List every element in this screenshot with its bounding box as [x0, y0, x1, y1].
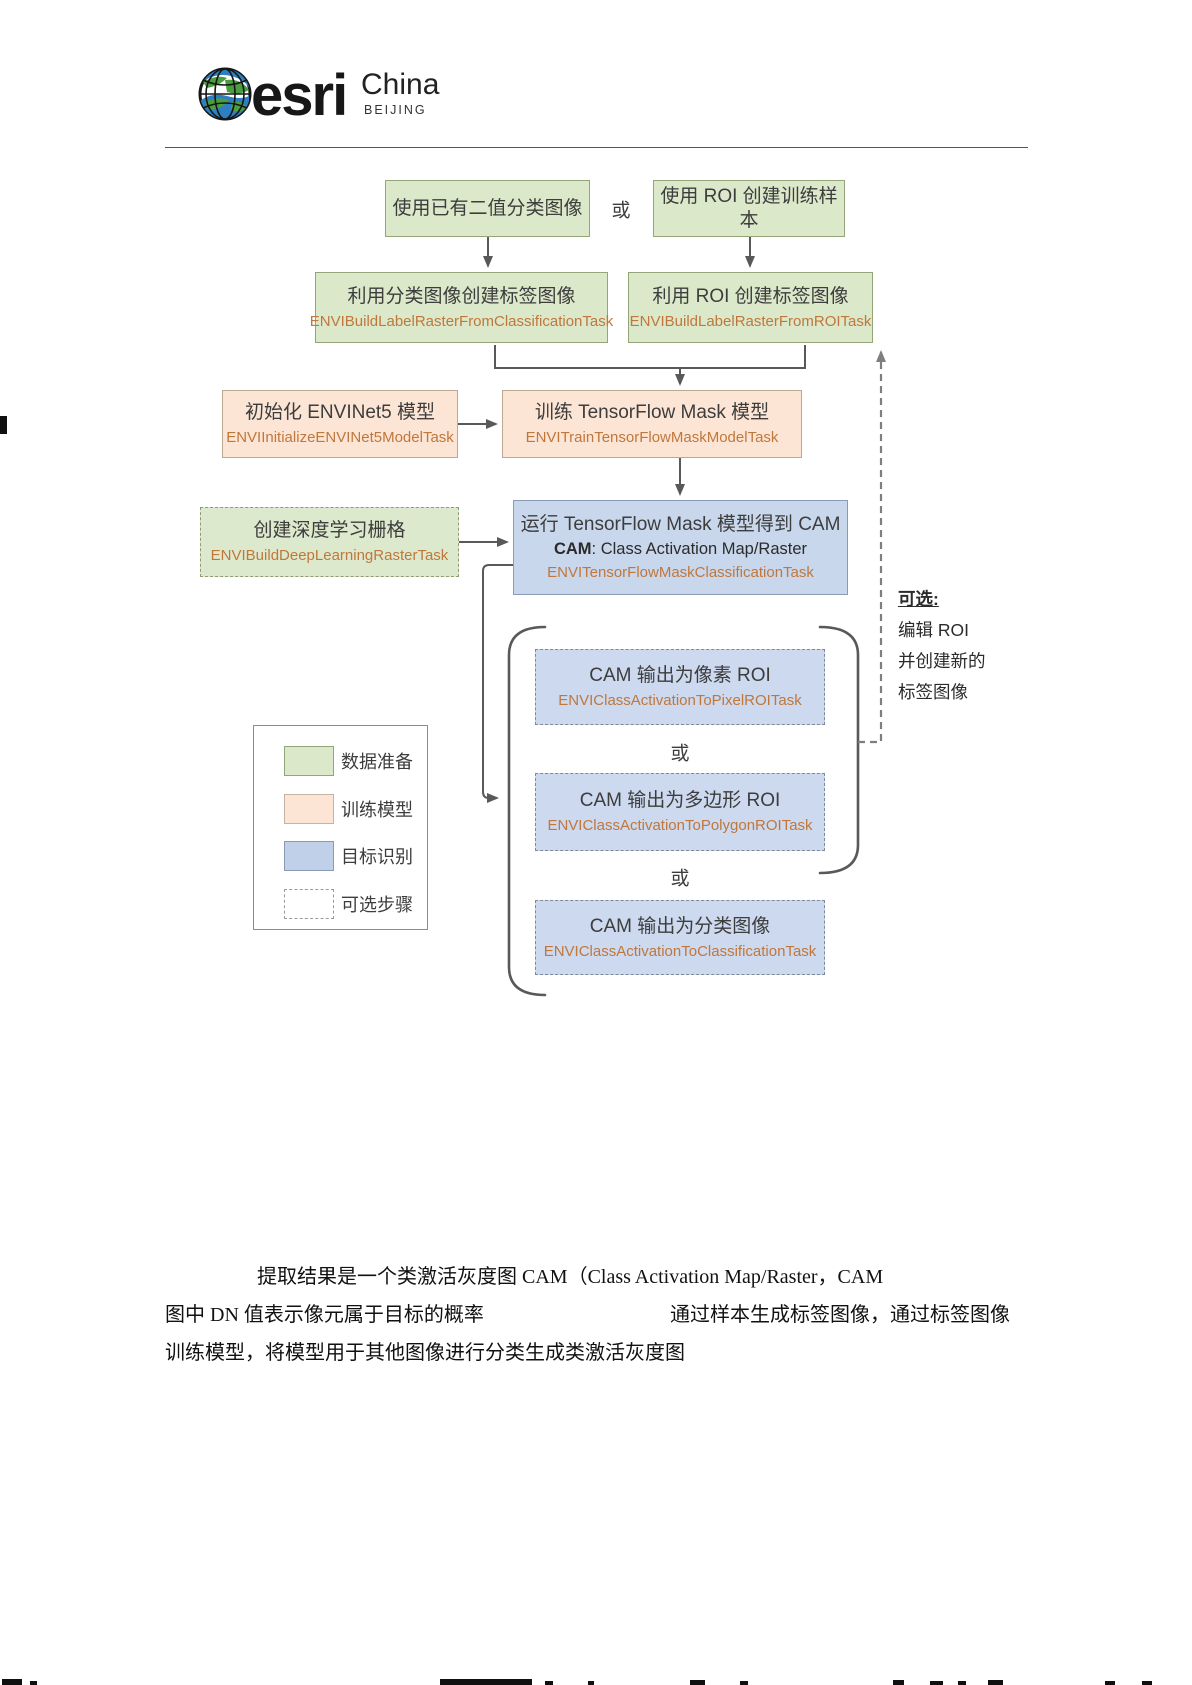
- page-edge-fragment: [2, 1679, 22, 1685]
- node-title: 利用 ROI 创建标签图像: [652, 285, 849, 307]
- node-task-name: ENVIBuildLabelRasterFromROITask: [629, 312, 872, 330]
- legend-item-target-detect: 目标识别: [254, 841, 427, 871]
- legend-swatch-green: [284, 746, 334, 776]
- legend-item-train-model: 训练模型: [254, 794, 427, 824]
- page-edge-fragment: [690, 1680, 705, 1685]
- or-label-3: 或: [670, 868, 690, 890]
- node-label-from-classification: 利用分类图像创建标签图像 ENVIBuildLabelRasterFromCla…: [310, 272, 613, 343]
- page-edge-fragment: [440, 1679, 532, 1685]
- node-cam-to-classification: CAM 输出为分类图像 ENVIClassActivationToClassif…: [535, 900, 825, 975]
- optional-note-line: 编辑 ROI: [898, 620, 969, 640]
- header-divider: [165, 147, 1028, 148]
- node-train-tensorflow-mask: 训练 TensorFlow Mask 模型 ENVITrainTensorFlo…: [502, 390, 802, 458]
- cam-definition: CAM: Class Activation Map/Raster: [553, 540, 808, 558]
- legend-swatch-orange: [284, 794, 334, 824]
- legend-swatch-dashed: [284, 889, 334, 919]
- legend-item-optional-step: 可选步骤: [254, 889, 427, 919]
- node-title: 训练 TensorFlow Mask 模型: [534, 402, 770, 423]
- node-cam-to-pixel-roi: CAM 输出为像素 ROI ENVIClassActivationToPixel…: [535, 649, 825, 725]
- node-build-deep-learning-raster: 创建深度学习栅格 ENVIBuildDeepLearningRasterTask: [200, 507, 459, 577]
- node-title: CAM 输出为像素 ROI: [589, 665, 771, 686]
- legend-label: 可选步骤: [341, 895, 413, 915]
- page-edge-fragment: [545, 1681, 553, 1685]
- optional-note-line: 标签图像: [898, 682, 968, 702]
- right-group-bracket: [818, 625, 860, 875]
- node-task-name: ENVIInitializeENVINet5ModelTask: [226, 429, 454, 446]
- node-title: CAM 输出为多边形 ROI: [579, 790, 781, 811]
- node-task-name: ENVIBuildLabelRasterFromClassificationTa…: [309, 312, 614, 330]
- node-task-name: ENVIClassActivationToClassificationTask: [543, 942, 817, 960]
- page-edge-fragment: [588, 1681, 594, 1685]
- node-task-name: ENVIBuildDeepLearningRasterTask: [210, 547, 449, 564]
- page-edge-fragment: [930, 1681, 943, 1685]
- node-run-tensorflow-mask: 运行 TensorFlow Mask 模型得到 CAM CAM: Class A…: [513, 500, 848, 595]
- paragraph-line-3: 训练模型，将模型用于其他图像进行分类生成类激活灰度图: [165, 1342, 685, 1364]
- page-edge-fragment: [1105, 1681, 1115, 1685]
- logo-city-text: BEIJING: [364, 103, 427, 117]
- node-title: 创建深度学习栅格: [253, 520, 406, 541]
- node-title: 利用分类图像创建标签图像: [347, 285, 576, 307]
- legend-label: 数据准备: [341, 752, 413, 772]
- optional-note-heading: 可选:: [898, 589, 939, 609]
- paragraph-line-2: 图中 DN 值表示像元属于目标的概率 通过样本生成标签图像，通过标签图像: [165, 1296, 1010, 1334]
- page-edge-fragment: [988, 1680, 1003, 1685]
- or-label-2: 或: [670, 743, 690, 765]
- legend: 数据准备 训练模型 目标识别 可选步骤: [253, 725, 428, 930]
- paragraph-line-2-right: 通过样本生成标签图像，通过标签图像: [670, 1304, 1010, 1326]
- globe-icon: [198, 67, 252, 121]
- body-paragraph: 提取结果是一个类激活灰度图 CAM（Class Activation Map/R…: [165, 1258, 1010, 1372]
- node-use-binary-classification: 使用已有二值分类图像: [385, 180, 590, 237]
- page-edge-fragment: [958, 1681, 966, 1685]
- page-edge-fragment: [893, 1680, 904, 1685]
- node-task-name: ENVIClassActivationToPolygonROITask: [547, 817, 813, 834]
- paragraph-line-1: 提取结果是一个类激活灰度图 CAM（Class Activation Map/R…: [257, 1266, 884, 1288]
- optional-note-line: 并创建新的: [898, 651, 986, 671]
- node-cam-to-polygon-roi: CAM 输出为多边形 ROI ENVIClassActivationToPoly…: [535, 773, 825, 851]
- legend-item-data-prep: 数据准备: [254, 746, 427, 776]
- page-edge-fragment: [0, 416, 7, 434]
- node-title: 初始化 ENVINet5 模型: [244, 402, 436, 423]
- node-label-from-roi: 利用 ROI 创建标签图像 ENVIBuildLabelRasterFromRO…: [628, 272, 873, 343]
- node-initialize-envinet5: 初始化 ENVINet5 模型 ENVIInitializeENVINet5Mo…: [222, 390, 458, 458]
- optional-note: 可选: 编辑 ROI 并创建新的 标签图像: [898, 584, 1028, 708]
- logo-region-text: China: [361, 68, 440, 101]
- optional-feedback-connector: [858, 350, 886, 744]
- node-title: 使用 ROI 创建训练样本: [660, 185, 838, 231]
- page-edge-fragment: [30, 1681, 37, 1685]
- legend-label: 训练模型: [341, 800, 413, 820]
- page-edge-fragment: [740, 1681, 748, 1685]
- node-use-roi-samples: 使用 ROI 创建训练样本: [653, 180, 845, 237]
- node-title: 使用已有二值分类图像: [392, 197, 583, 219]
- logo-brand-text: esri: [251, 63, 348, 128]
- legend-swatch-blue: [284, 841, 334, 871]
- node-title: 运行 TensorFlow Mask 模型得到 CAM: [520, 514, 841, 535]
- node-task-name: ENVIClassActivationToPixelROITask: [558, 692, 802, 709]
- page-edge-fragment: [1142, 1681, 1152, 1685]
- node-task-name: ENVITensorFlowMaskClassificationTask: [547, 564, 814, 581]
- legend-label: 目标识别: [341, 847, 413, 867]
- or-label-1: 或: [611, 200, 631, 222]
- node-title: CAM 输出为分类图像: [589, 915, 771, 937]
- paragraph-line-2-left: 图中 DN 值表示像元属于目标的概率: [165, 1304, 484, 1326]
- node-task-name: ENVITrainTensorFlowMaskModelTask: [525, 429, 779, 446]
